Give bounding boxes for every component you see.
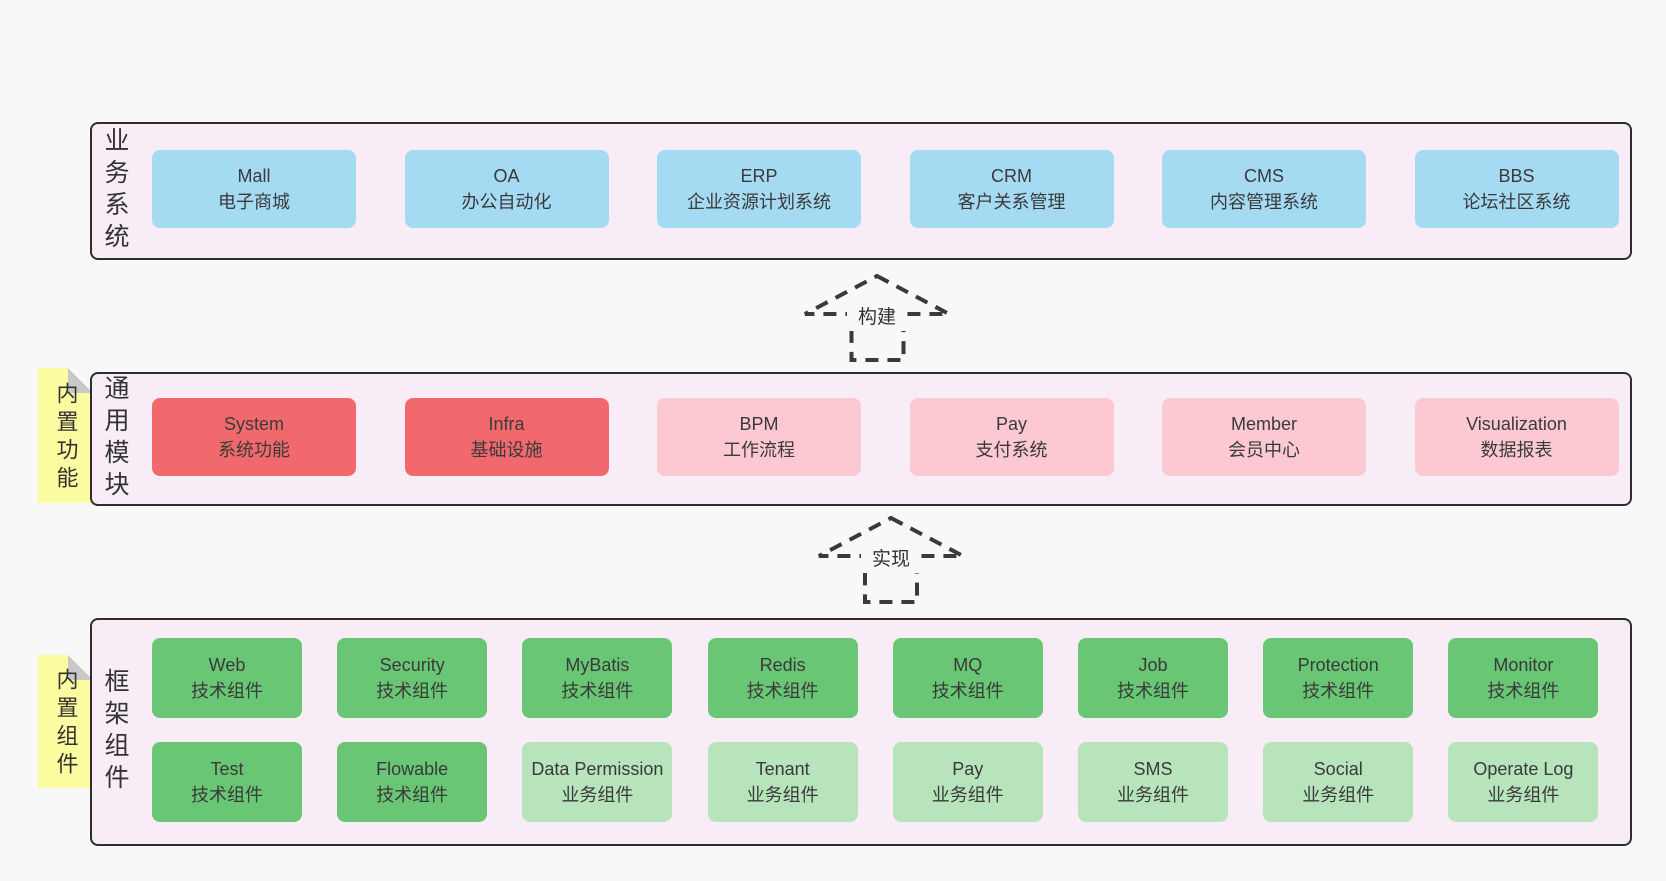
box-desc: 技术组件 — [376, 681, 449, 701]
box-name: OA — [493, 166, 520, 186]
box-desc: 技术组件 — [931, 681, 1004, 701]
module-box-operate-log: Operate Log 业务组件 — [1448, 742, 1599, 822]
box-desc: 数据报表 — [1480, 440, 1553, 460]
box-desc: 会员中心 — [1228, 440, 1300, 460]
box-name: Test — [210, 759, 244, 779]
box-name: Mall — [237, 166, 271, 186]
box-desc: 论坛社区系统 — [1462, 192, 1571, 212]
module-box-tenant: Tenant 业务组件 — [707, 742, 858, 822]
box-name: MyBatis — [565, 655, 630, 675]
box-desc: 办公自动化 — [461, 192, 552, 212]
sticky-note-text: 内置组件 — [53, 668, 79, 781]
module-box-mybatis: MyBatis 技术组件 — [522, 638, 673, 718]
module-box-bpm: BPM 工作流程 — [657, 398, 861, 476]
box-desc: 业务组件 — [561, 785, 634, 805]
box-desc: 技术组件 — [376, 785, 449, 805]
module-box-erp: ERP 企业资源计划系统 — [657, 150, 861, 228]
module-box-job: Job 技术组件 — [1078, 638, 1228, 718]
box-desc: 支付系统 — [975, 440, 1048, 460]
box-desc: 技术组件 — [1117, 681, 1189, 701]
band-business-systems: 业务系统 Mall 电子商城 OA 办公自动化 ERP 企业资源计划系统 CRM 客户关系管理… — [90, 122, 1632, 260]
box-name: Job — [1138, 655, 1168, 675]
module-box-cms: CMS 内容管理系统 — [1162, 150, 1366, 228]
sticky-note-built-in-features: 内置功能 — [38, 368, 93, 503]
box-name: Visualization — [1466, 414, 1567, 434]
module-box-social: Social 业务组件 — [1263, 742, 1414, 822]
module-box-crm: CRM 客户关系管理 — [909, 150, 1114, 228]
box-name: MQ — [953, 655, 983, 675]
box-desc: 电子商城 — [218, 192, 290, 212]
module-box-redis: Redis 技术组件 — [707, 638, 858, 718]
module-box-oa: OA 办公自动化 — [404, 150, 609, 228]
box-desc: 基础设施 — [470, 440, 543, 460]
sticky-note-text: 内置功能 — [53, 382, 79, 495]
module-box-mall: Mall 电子商城 — [152, 150, 356, 228]
box-desc: 业务组件 — [1302, 785, 1375, 805]
box-desc: 内容管理系统 — [1210, 192, 1318, 212]
module-box-pay: Pay 支付系统 — [909, 398, 1114, 476]
box-desc: 系统功能 — [218, 440, 290, 460]
box-name: BBS — [1498, 166, 1535, 186]
module-box-mq: MQ 技术组件 — [892, 638, 1043, 718]
box-name: Protection — [1297, 655, 1379, 675]
band-common-modules: 通用模块 System 系统功能 Infra 基础设施 BPM 工作流程 Pay 支付系统 Me… — [90, 372, 1632, 506]
box-name: Operate Log — [1473, 759, 1574, 779]
build-arrow-icon — [804, 273, 950, 362]
module-box-pay: Pay 业务组件 — [892, 742, 1043, 822]
box-desc: 企业资源计划系统 — [687, 192, 831, 212]
sticky-note-built-in-components: 内置组件 — [38, 655, 93, 788]
box-name: ERP — [740, 166, 778, 186]
box-desc: 技术组件 — [1302, 681, 1375, 701]
box-name: BPM — [739, 414, 779, 434]
band-components-label: 框架组件 — [101, 668, 129, 796]
box-name: Redis — [759, 655, 806, 675]
module-box-security: Security 技术组件 — [337, 638, 488, 718]
box-name: System — [223, 414, 284, 434]
box-desc: 技术组件 — [1487, 681, 1560, 701]
box-name: Infra — [488, 414, 525, 434]
module-box-web: Web 技术组件 — [152, 638, 302, 718]
box-name: Pay — [952, 759, 984, 779]
box-name: Social — [1313, 759, 1363, 779]
module-box-test: Test 技术组件 — [152, 742, 302, 822]
module-box-protection: Protection 技术组件 — [1263, 638, 1414, 718]
box-name: Pay — [995, 414, 1028, 434]
box-name: Monitor — [1493, 655, 1554, 675]
module-box-visualization: Visualization 数据报表 — [1414, 398, 1619, 476]
module-box-infra: Infra 基础设施 — [404, 398, 609, 476]
box-desc: 技术组件 — [191, 785, 263, 805]
implement-arrow-icon — [818, 515, 964, 604]
module-box-flowable: Flowable 技术组件 — [337, 742, 488, 822]
box-name: CMS — [1244, 166, 1284, 186]
box-desc: 客户关系管理 — [957, 192, 1066, 212]
implement-arrow-label: 实现 — [861, 547, 921, 573]
box-name: Flowable — [376, 759, 449, 779]
box-desc: 工作流程 — [723, 440, 795, 460]
band-business-label: 业务系统 — [101, 127, 129, 255]
module-box-system: System 系统功能 — [152, 398, 356, 476]
box-desc: 业务组件 — [931, 785, 1004, 805]
box-name: SMS — [1133, 759, 1173, 779]
box-desc: 业务组件 — [1487, 785, 1560, 805]
box-name: Web — [208, 655, 246, 675]
box-name: Member — [1230, 414, 1297, 434]
module-box-bbs: BBS 论坛社区系统 — [1414, 150, 1619, 228]
module-box-monitor: Monitor 技术组件 — [1448, 638, 1599, 718]
module-box-sms: SMS 业务组件 — [1078, 742, 1228, 822]
box-desc: 业务组件 — [746, 785, 819, 805]
box-name: Security — [379, 655, 445, 675]
build-arrow-label: 构建 — [847, 305, 907, 331]
band-modules-label: 通用模块 — [101, 375, 129, 503]
module-box-data-permission: Data Permission 业务组件 — [522, 742, 673, 822]
box-desc: 业务组件 — [1117, 785, 1189, 805]
box-desc: 技术组件 — [191, 681, 263, 701]
box-desc: 技术组件 — [746, 681, 819, 701]
box-name: Tenant — [755, 759, 810, 779]
box-name: CRM — [991, 166, 1032, 186]
module-box-member: Member 会员中心 — [1162, 398, 1366, 476]
box-name: Data Permission — [531, 759, 664, 779]
box-desc: 技术组件 — [561, 681, 634, 701]
